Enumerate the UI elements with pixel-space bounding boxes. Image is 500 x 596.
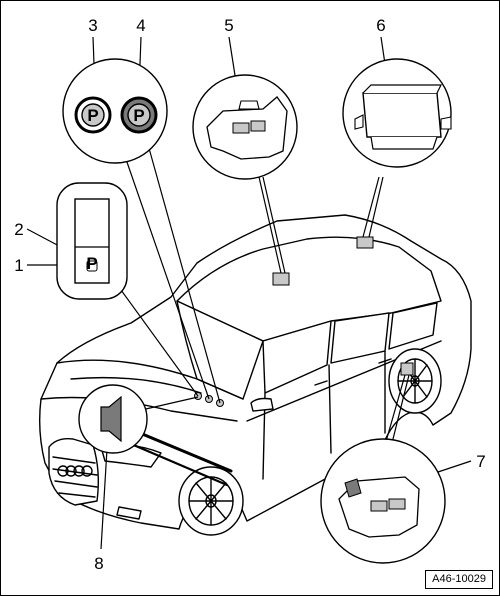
speaker-icon [100, 395, 122, 443]
brake-caliper-left-block [272, 272, 290, 286]
callout-7: 7 [476, 452, 485, 471]
reference-code: A46-10029 [425, 570, 493, 589]
callout-8: 8 [94, 554, 103, 573]
control-unit-detail [342, 58, 452, 168]
control-unit-block [356, 236, 374, 249]
parking-brake-switch-detail [56, 182, 128, 300]
leader-lines [26, 36, 472, 550]
callout-1: 1 [14, 256, 23, 275]
brake-caliper-detail-bottom [320, 438, 446, 564]
warning-buzzer-detail [78, 384, 148, 454]
parking-lamp-detail [62, 58, 168, 164]
callout-2: 2 [14, 220, 23, 239]
callout-5: 5 [224, 16, 233, 35]
brake-caliper-right-block [400, 362, 414, 376]
callout-6: 6 [376, 16, 385, 35]
callout-3: 3 [88, 16, 97, 35]
switch-p-icon: P [86, 254, 97, 273]
callout-4: 4 [136, 16, 145, 35]
parking-lamp-p-icon-2: P [133, 106, 144, 125]
parking-lamp-p-icon: P [87, 106, 98, 125]
brake-caliper-detail-top [192, 74, 298, 180]
